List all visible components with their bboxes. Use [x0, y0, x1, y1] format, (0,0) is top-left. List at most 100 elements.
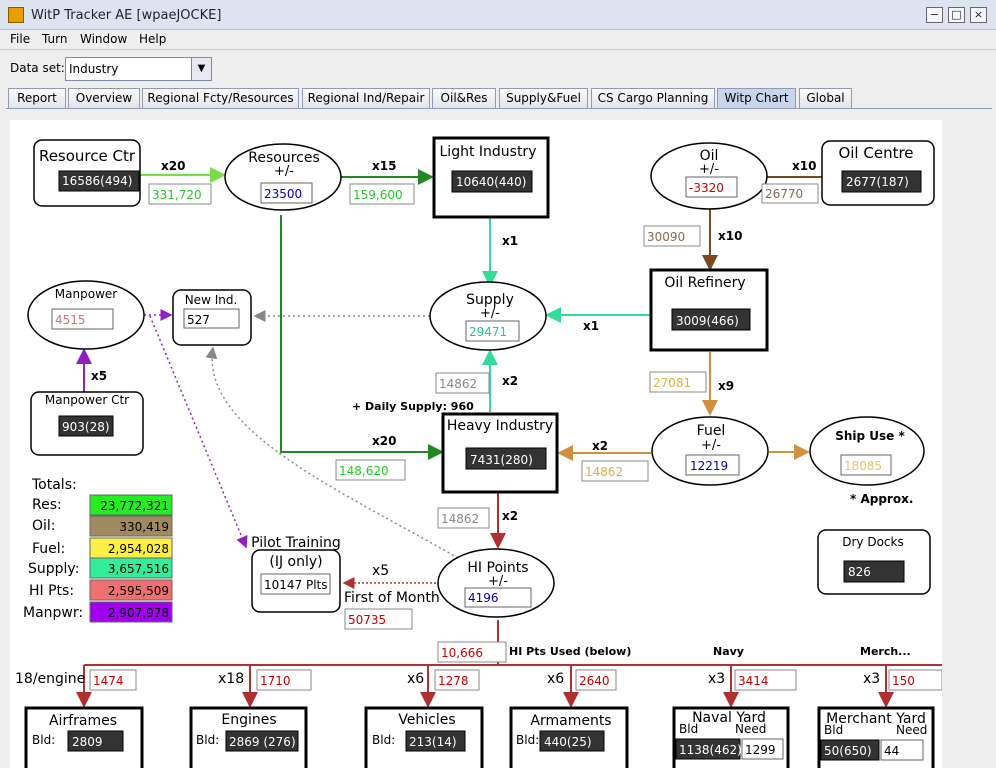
tab-overview[interactable]: Overview: [68, 88, 140, 109]
svg-text:Dry Docks: Dry Docks: [842, 535, 903, 549]
manpower-node[interactable]: Manpower 4515: [27, 280, 145, 350]
fuel-node[interactable]: Fuel +/- 12219: [651, 416, 769, 486]
svg-text:Manpower: Manpower: [55, 287, 117, 301]
pilot-flow-value: 50735: [348, 613, 386, 627]
svg-text:1299: 1299: [745, 743, 776, 757]
svg-text:18/engine: 18/engine: [15, 671, 85, 687]
totals-title: Totals:: [31, 477, 77, 493]
svg-text:+/-: +/-: [488, 574, 508, 589]
oil-refinery-in-value-box: [643, 225, 701, 247]
oil-node[interactable]: Oil +/- -3320: [650, 142, 768, 210]
svg-text:-3320: -3320: [689, 181, 724, 195]
resource-ctr-flow-value: 331,720: [152, 188, 202, 202]
svg-text:Bld:: Bld:: [196, 733, 219, 747]
tab-report[interactable]: Report: [8, 88, 66, 109]
pilot-training-node[interactable]: Pilot Training (IJ only) 10147 Plts: [251, 535, 341, 613]
dry-docks-node[interactable]: Dry Docks 826: [817, 529, 931, 595]
svg-text:1710: 1710: [260, 674, 291, 688]
tab-regional-ind[interactable]: Regional Ind/Repair: [302, 88, 430, 109]
menu-help[interactable]: Help: [139, 32, 167, 46]
svg-text:Bld:: Bld:: [372, 733, 395, 747]
app-icon: [8, 7, 24, 23]
tab-divider: [6, 108, 992, 109]
resources-hi-multiplier: x20: [372, 434, 396, 448]
resources-hi-value-box: [335, 459, 406, 481]
fuel-hi-multiplier: x2: [592, 439, 608, 453]
svg-text:16586(494): 16586(494): [62, 174, 132, 188]
pilot-multiplier: x5: [372, 563, 389, 579]
bottom-merchant-yard[interactable]: x3 150 Merchant Yard Bld Need 50(650) 44: [817, 669, 942, 768]
hi-hp-multiplier: x2: [502, 509, 518, 523]
svg-text:Fuel: Fuel: [697, 423, 726, 439]
bottom-vehicles[interactable]: x6 1278 Vehicles Bld: 213(14): [364, 669, 484, 768]
li-supply-multiplier: x1: [502, 234, 518, 248]
svg-text:Naval Yard: Naval Yard: [692, 710, 766, 726]
resource-ctr-node[interactable]: Resource Ctr 16586(494): [33, 139, 141, 207]
svg-text:Manpwr:: Manpwr:: [23, 605, 83, 621]
bottom-armaments[interactable]: x6 2640 Armaments Bld: 440(25): [509, 669, 629, 768]
svg-text:+/-: +/-: [480, 306, 500, 321]
svg-text:10640(440): 10640(440): [456, 175, 526, 189]
manpower-ctr-node[interactable]: Manpower Ctr 903(28): [30, 391, 144, 456]
minimize-button[interactable]: −: [926, 7, 943, 23]
svg-text:7431(280): 7431(280): [470, 453, 533, 467]
svg-text:Oil Centre: Oil Centre: [838, 144, 913, 162]
tab-regional-fcty[interactable]: Regional Fcty/Resources: [142, 88, 299, 109]
svg-text:150: 150: [892, 674, 915, 688]
refinery-fuel-value: 27081: [653, 376, 691, 390]
svg-text:12219: 12219: [690, 459, 728, 473]
svg-text:+/-: +/-: [701, 438, 721, 453]
close-button[interactable]: ×: [970, 7, 987, 23]
heavy-industry-node[interactable]: Heavy Industry 7431(280): [441, 412, 559, 494]
menu-window[interactable]: Window: [80, 32, 128, 46]
menu-turn[interactable]: Turn: [42, 32, 68, 46]
chevron-down-icon[interactable]: ▼: [191, 58, 211, 80]
svg-text:Vehicles: Vehicles: [398, 712, 455, 728]
window-title: WitP Tracker AE [wpaeJOCKE]: [31, 8, 222, 23]
tab-oil-res[interactable]: Oil&Res: [432, 88, 496, 109]
maximize-button[interactable]: □: [948, 7, 965, 23]
svg-text:x18: x18: [218, 671, 244, 687]
oil-refinery-node[interactable]: Oil Refinery 3009(466): [649, 268, 769, 352]
light-industry-node[interactable]: Light Industry 10640(440): [432, 136, 550, 219]
new-ind-node[interactable]: New Ind. 527: [172, 289, 252, 346]
resources-node[interactable]: Resources +/- 23500: [224, 143, 342, 211]
bottom-engines[interactable]: x18 1710 Engines Bld: 2869 (276): [189, 669, 312, 768]
tab-cs-cargo[interactable]: CS Cargo Planning: [591, 88, 715, 109]
hi-supply-value-box: [435, 372, 490, 394]
svg-text:826: 826: [848, 565, 871, 579]
oil-refinery-in-value: 30090: [647, 230, 685, 244]
tab-supply-fuel[interactable]: Supply&Fuel: [499, 88, 588, 109]
hi-supply-value: 14862: [439, 377, 477, 391]
svg-text:Airframes: Airframes: [49, 713, 117, 729]
oil-centre-node[interactable]: Oil Centre 2677(187): [821, 140, 935, 206]
tab-global[interactable]: Global: [799, 88, 852, 109]
ship-use-node[interactable]: Ship Use * 18085: [809, 416, 925, 486]
hi-points-node[interactable]: HI Points +/- 4196: [437, 548, 555, 618]
fuel-hi-value-box: [581, 460, 649, 482]
bottom-naval-yard[interactable]: x3 3414 Naval Yard Bld Need 1138(462) 12…: [672, 669, 797, 768]
svg-text:1138(462): 1138(462): [679, 743, 742, 757]
svg-text:HI Pts:: HI Pts:: [29, 583, 74, 599]
arrows: [76, 167, 942, 708]
svg-text:Bld: Bld: [679, 722, 698, 736]
refinery-fuel-value-box: [649, 371, 707, 393]
supply-node[interactable]: Supply +/- 29471: [429, 281, 547, 351]
bottom-airframes[interactable]: 18/engine 1474 Airframes Bld: 2809: [15, 669, 144, 768]
oil-refinery-multiplier: x10: [718, 229, 742, 243]
oil-centre-multiplier: x10: [792, 159, 816, 173]
svg-text:2809: 2809: [72, 735, 103, 749]
totals-table: Res: 23,772,321 Oil: 330,419 Fuel: 2,954…: [23, 494, 173, 623]
svg-text:Fuel:: Fuel:: [32, 541, 65, 557]
svg-text:1278: 1278: [438, 674, 469, 688]
svg-text:Supply: Supply: [466, 292, 514, 308]
hi-used-value: 10,666: [441, 646, 483, 660]
tab-witp-chart[interactable]: Witp Chart: [717, 88, 796, 109]
dataset-select[interactable]: Industry ▼: [65, 57, 212, 81]
svg-text:1474: 1474: [93, 674, 124, 688]
menu-file[interactable]: File: [10, 32, 31, 46]
refinery-supply-multiplier: x1: [583, 319, 599, 333]
svg-text:44: 44: [884, 744, 899, 758]
chart-canvas: Resource Ctr 16586(494) x20 331,720 Reso…: [10, 120, 942, 768]
resource-ctr-value-box: [148, 183, 212, 205]
